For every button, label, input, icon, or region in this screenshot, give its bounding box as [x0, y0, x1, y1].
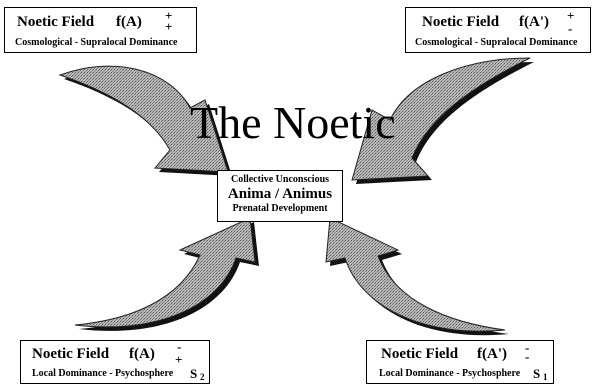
field-caption: Local Dominance - Psychosphere	[32, 368, 173, 379]
s-label: S	[533, 366, 540, 382]
box-top-left: Noetic Field f(A) + + Cosmological - Sup…	[4, 7, 197, 53]
center-line3: Prenatal Development	[218, 203, 342, 214]
s-subscript: 2	[200, 372, 205, 382]
box-top-right: Noetic Field f(A') + - Cosmological - Su…	[405, 7, 591, 53]
center-line1: Collective Unconscious	[218, 174, 342, 185]
s-label: S	[190, 366, 197, 382]
field-function: f(A)	[116, 14, 142, 31]
field-function: f(A)	[129, 346, 155, 363]
sign-bottom: -	[568, 24, 572, 34]
field-title: Noetic Field	[17, 14, 94, 31]
arrow-bottom-left	[75, 218, 259, 331]
field-title: Noetic Field	[422, 14, 499, 31]
sign-bottom: +	[175, 355, 182, 365]
center-line2: Anima / Animus	[218, 185, 342, 203]
center-box: Collective Unconscious Anima / Animus Pr…	[217, 170, 343, 222]
field-caption: Cosmological - Supralocal Dominance	[415, 37, 578, 48]
sign-top: +	[567, 11, 574, 21]
s-subscript: 1	[543, 372, 548, 382]
sign-bottom: +	[165, 22, 172, 32]
field-caption: Cosmological - Supralocal Dominance	[15, 37, 178, 48]
sign-bottom: -	[525, 352, 529, 362]
sign-top: -	[177, 342, 181, 352]
arrow-bottom-right	[326, 218, 509, 335]
box-bottom-right: Noetic Field f(A') - - Local Dominance -…	[366, 340, 554, 384]
field-caption: Local Dominance - Psychosphere	[379, 368, 520, 379]
field-function: f(A')	[477, 346, 507, 363]
box-bottom-left: Noetic Field f(A) - + Local Dominance - …	[20, 340, 210, 384]
field-function: f(A')	[519, 14, 549, 31]
field-title: Noetic Field	[381, 346, 458, 363]
diagram-title: The Noetic	[190, 96, 396, 149]
field-title: Noetic Field	[32, 346, 109, 363]
